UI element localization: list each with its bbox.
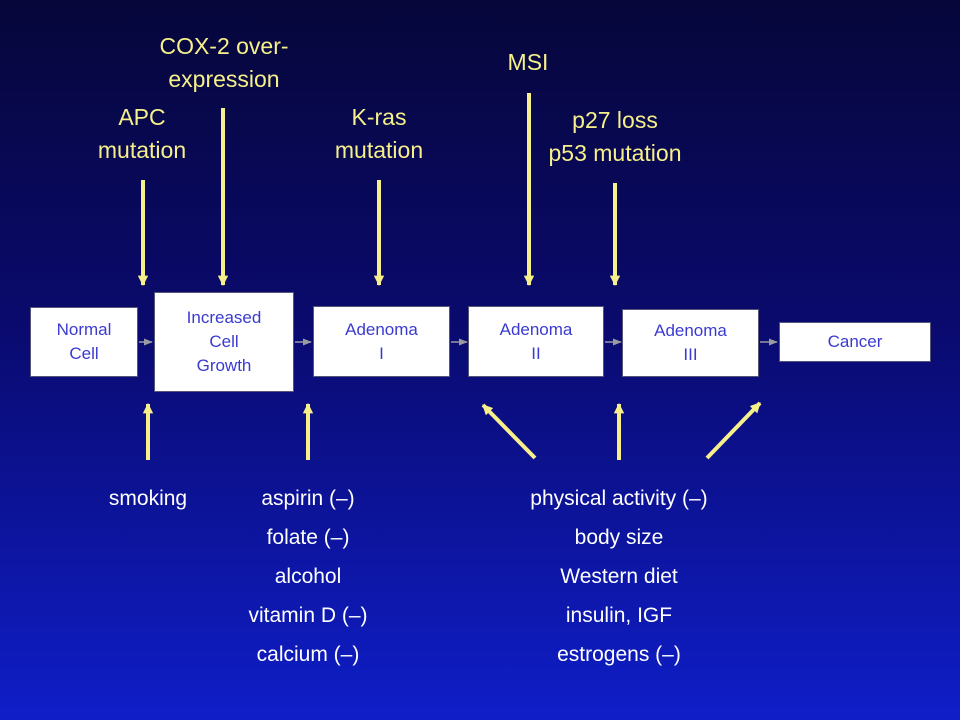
risk-factor-estrogens: estrogens (–) — [557, 643, 681, 666]
stage-adenoma1-line1: Adenoma — [345, 319, 418, 339]
stage-growth-line2: Cell — [209, 332, 239, 351]
risk-factor-folate: folate (–) — [266, 526, 350, 549]
risk-factor-vitamin-d: vitamin D (–) — [248, 604, 368, 627]
risk-factors-middle: aspirin (–) folate (–) alcohol vitamin D… — [218, 479, 398, 674]
stage-growth-line3: Growth — [196, 356, 252, 375]
p53-label-line: p53 mutation — [548, 140, 682, 166]
stage-normal-line2: Cell — [69, 344, 99, 363]
msi-label: MSI — [478, 46, 578, 79]
stage-normal-line1: Normal — [56, 320, 112, 339]
stage-adenoma-3: Adenoma III — [622, 309, 759, 377]
risk-factor-alcohol: alcohol — [274, 565, 342, 588]
risk-factor-aspirin: aspirin (–) — [261, 487, 355, 510]
p27-p53-label: p27 loss p53 mutation — [515, 104, 715, 170]
stage-adenoma-1: Adenoma I — [313, 306, 450, 377]
stage-adenoma2-line2: II — [531, 343, 541, 363]
stage-cancer: Cancer — [779, 322, 931, 362]
stage-cancer-text: Cancer — [827, 332, 883, 351]
stage-adenoma3-line1: Adenoma — [654, 321, 727, 340]
stage-normal-cell: Normal Cell — [30, 307, 138, 377]
stage-growth-line1: Increased — [186, 308, 262, 327]
stage-adenoma-2: Adenoma II — [468, 306, 604, 377]
cox2-label: COX-2 over- expression — [124, 30, 324, 96]
apc-label-line2: mutation — [97, 137, 187, 163]
risk-factor-smoking: smoking — [108, 487, 188, 510]
risk-factor-physical-activity: physical activity (–) — [530, 487, 708, 510]
p27-label-line: p27 loss — [572, 107, 658, 133]
stage-adenoma3-line2: III — [683, 345, 698, 364]
apc-label-line1: APC — [118, 104, 166, 130]
stage-adenoma2-line1: Adenoma — [499, 319, 573, 339]
lifestyle-arrow-right — [705, 401, 762, 460]
risk-factor-body-size: body size — [574, 526, 664, 549]
cox2-label-line2: expression — [168, 66, 280, 92]
kras-label-line2: mutation — [334, 137, 424, 163]
msi-label-text: MSI — [507, 49, 549, 75]
risk-factor-western-diet: Western diet — [560, 565, 678, 588]
kras-label-line1: K-ras — [351, 104, 407, 130]
lifestyle-arrow-left — [481, 403, 537, 460]
risk-factor-calcium: calcium (–) — [256, 643, 360, 666]
stage-increased-growth: Increased Cell Growth — [154, 292, 294, 392]
kras-label: K-ras mutation — [309, 101, 449, 167]
risk-factors-right: physical activity (–) body size Western … — [494, 479, 744, 674]
risk-factor-insulin-igf: insulin, IGF — [565, 604, 673, 627]
apc-label: APC mutation — [72, 101, 212, 167]
stage-adenoma1-line2: I — [379, 343, 384, 363]
cox2-label-line1: COX-2 over- — [159, 33, 289, 59]
